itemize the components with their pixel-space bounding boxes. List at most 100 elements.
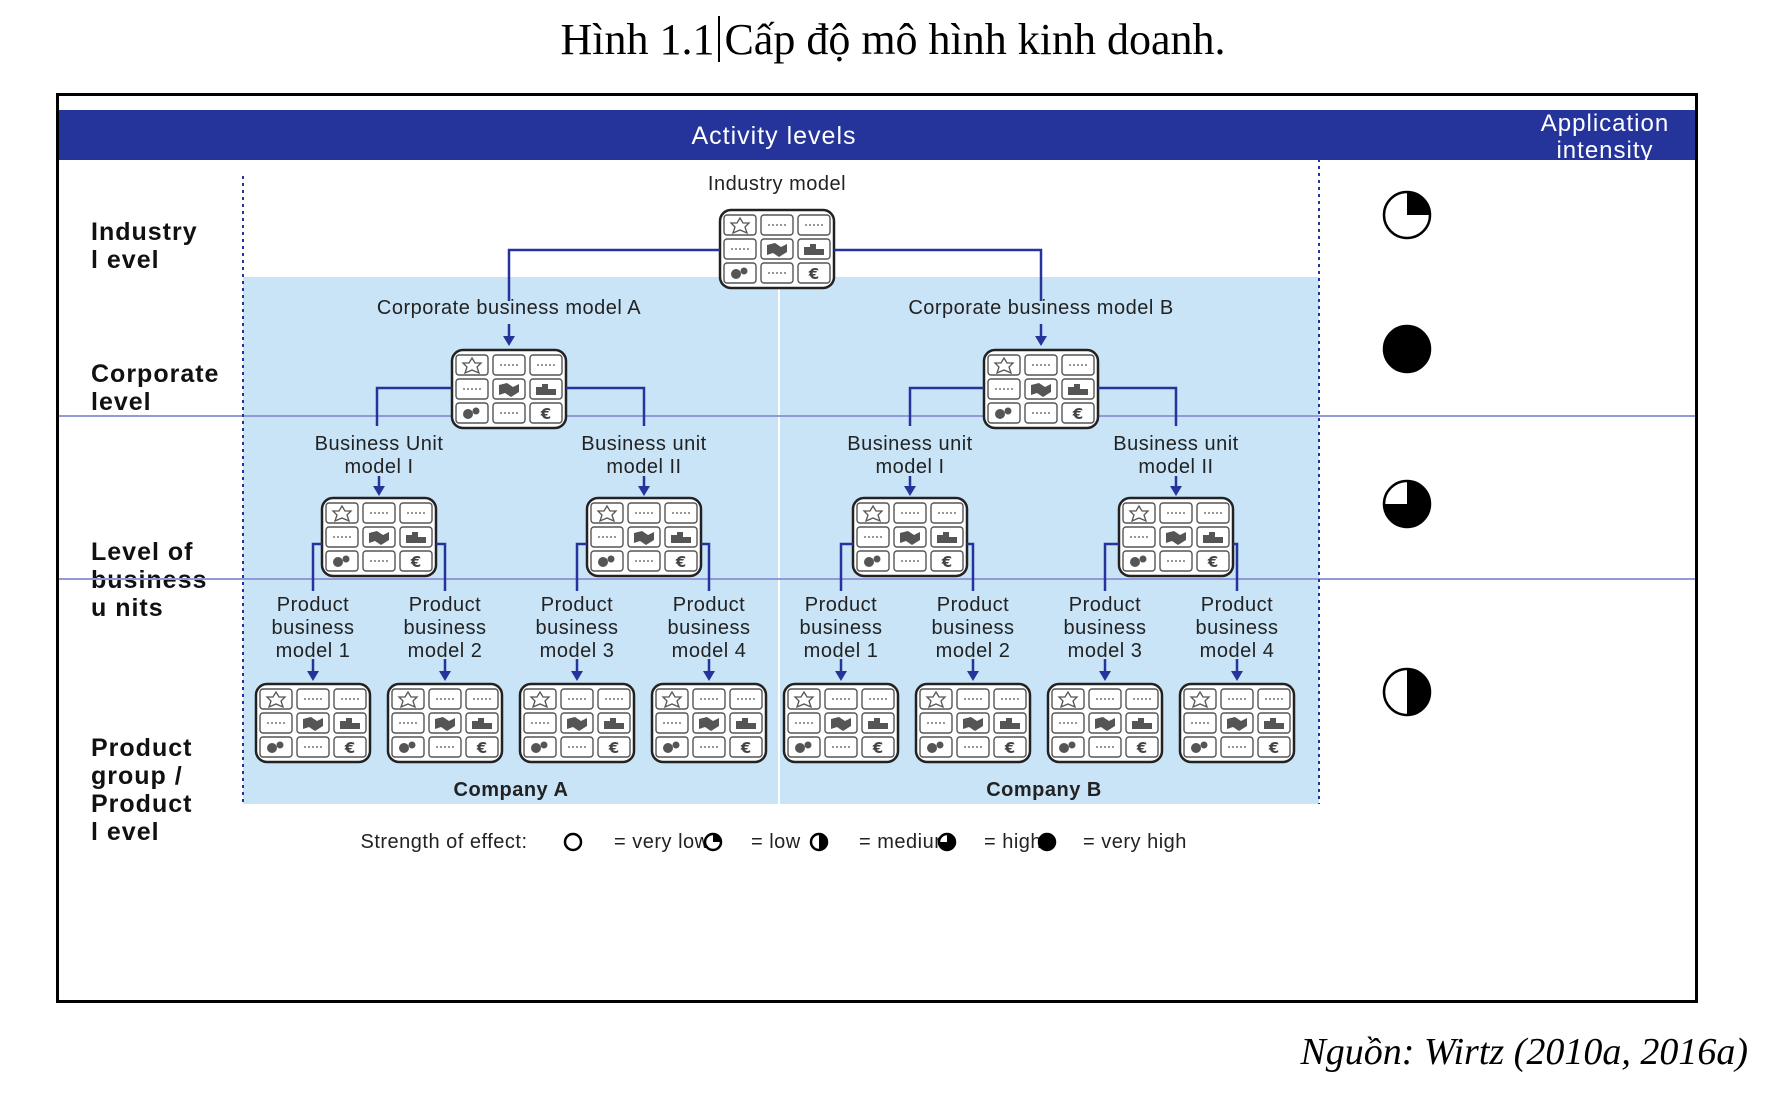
business-model-icon: € [254,682,372,764]
level-label-industry: Industry l evel [91,218,198,274]
model-cell [861,736,895,758]
business-model-icon: € [718,208,836,290]
network-icon [596,504,618,523]
model-cell [1125,736,1159,758]
globe-icon [435,717,455,731]
product-model-label: business [536,617,619,639]
euro-icon: € [1072,405,1083,423]
gear-icon [1191,743,1201,753]
business-model-icon: € [982,348,1100,430]
gear-icon [936,741,944,749]
network-icon [529,690,551,709]
arrow-head [307,671,319,681]
connector-line [375,386,452,426]
gear-icon [540,741,548,749]
diagram-frame: Activity levels Application intensity In… [56,93,1698,1003]
globe-icon [767,243,787,257]
model-cell [856,502,890,524]
business-model-icon: € [851,496,969,578]
euro-icon: € [1268,739,1279,757]
product-model-label: Product [805,594,877,616]
arrow-head [1170,486,1182,496]
euro-icon: € [1207,553,1218,571]
product-model-label: Product [673,594,745,616]
gear-icon [795,743,805,753]
euro-icon: € [872,739,883,757]
intensity-symbol [1382,667,1432,717]
intensity-circle [1037,832,1057,852]
connector-line [311,542,322,591]
model-cell [987,354,1021,376]
network-icon [397,690,419,709]
model-cell [333,736,367,758]
model-cell [1051,688,1085,710]
connector-line [967,542,975,591]
header-band [59,110,1695,160]
product-model-label: model 4 [672,640,747,662]
globe-icon [1227,717,1247,731]
product-model-label: Product [541,594,613,616]
level-label-business-units: Level of business u nits [91,538,208,622]
connector-line [436,542,447,591]
globe-icon [831,717,851,731]
arrow-head [904,486,916,496]
bar-icon [1264,718,1284,729]
gear-icon [873,555,881,563]
bar-icon [736,718,756,729]
model-cell [590,502,624,524]
euro-icon: € [608,739,619,757]
product-model-label: model 3 [540,640,615,662]
gear-icon [1200,741,1208,749]
legend-symbol [937,832,957,852]
connector-line [839,542,853,591]
euro-icon: € [476,739,487,757]
model-cell [664,550,698,572]
business-model-icon: € [585,496,703,578]
globe-icon [963,717,983,731]
product-model-label: business [932,617,1015,639]
product-model-label: Product [277,594,349,616]
network-icon [661,690,683,709]
business-unit-label: Business unit [1113,433,1238,455]
product-model-label: business [668,617,751,639]
bar-icon [671,532,691,543]
product-model-label: model 1 [276,640,351,662]
caption-title: Cấp độ mô hình kinh doanh. [724,15,1226,64]
euro-icon: € [410,553,421,571]
product-model-label: model 3 [1068,640,1143,662]
model-cell [655,688,689,710]
connector-line [507,248,720,301]
bar-icon [604,718,624,729]
product-model-label: business [272,617,355,639]
model-cell [597,736,631,758]
business-model-icon: € [782,682,900,764]
intensity-symbol [1382,324,1432,374]
network-icon [461,356,483,375]
business-model-icon: € [1046,682,1164,764]
connector-line [575,542,587,591]
industry-model-label: Industry model [708,173,846,195]
bar-icon [1132,718,1152,729]
arrow-head [1231,671,1243,681]
product-model-label: business [800,617,883,639]
legend-label: = medium [859,831,951,853]
product-model-label: Product [1069,594,1141,616]
legend-label: = low [751,831,801,853]
model-cell [993,736,1027,758]
arrow-head [638,486,650,496]
euro-icon: € [344,739,355,757]
caption-prefix: Hình 1.1 [560,15,715,64]
company-b-label: Company B [986,779,1102,801]
bar-icon [1068,384,1088,395]
network-icon [862,504,884,523]
quarter-fill [1407,192,1430,215]
business-unit-label: Business Unit [315,433,444,455]
legend-symbol [809,832,829,852]
business-unit-label: model II [1138,456,1213,478]
arrow-head [503,336,515,346]
euro-icon: € [1136,739,1147,757]
gear-icon [672,741,680,749]
network-icon [993,356,1015,375]
gear-icon [408,741,416,749]
hierarchy-diagram: Industry model€Corporate business model … [59,152,1695,853]
